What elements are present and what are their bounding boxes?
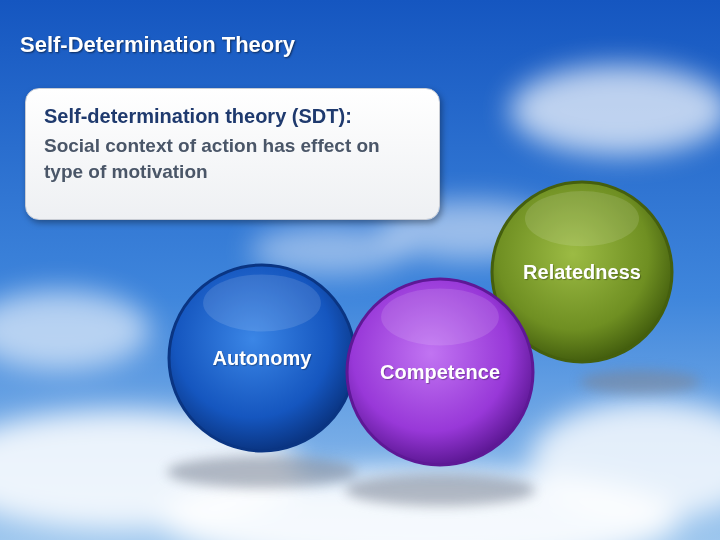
circle-label: Autonomy <box>213 347 312 370</box>
slide-title: Self-Determination Theory <box>20 32 295 58</box>
circle-label: Competence <box>380 361 500 384</box>
box-body-text: Social context of action has effect on t… <box>44 133 421 184</box>
autonomy-circle: Autonomy <box>167 263 357 453</box>
box-heading: Self-determination theory (SDT): <box>44 103 421 129</box>
definition-box: Self-determination theory (SDT): Social c… <box>25 88 440 220</box>
competence-circle: Competence <box>345 277 535 467</box>
circle-label: Relatedness <box>523 261 641 284</box>
